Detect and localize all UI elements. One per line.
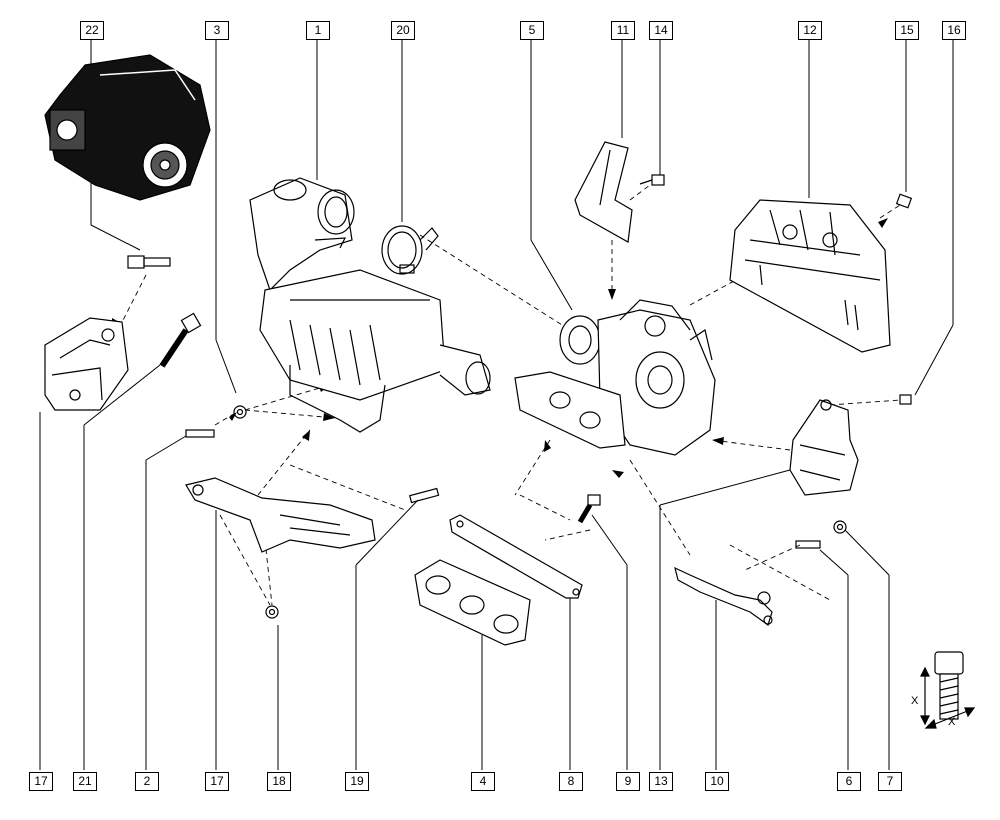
part-14-bolt: [639, 174, 665, 186]
callout-5[interactable]: 5: [520, 21, 544, 40]
callout-19[interactable]: 19: [345, 772, 369, 791]
bolt-measurement-detail: [920, 651, 976, 729]
part-3-nut: [233, 405, 247, 419]
part-12-heat-shield: [729, 199, 891, 353]
part-8-stiffener-plate: [449, 514, 583, 599]
callout-15[interactable]: 15: [895, 21, 919, 40]
part-1-catalytic-converter: [249, 177, 491, 433]
part-19-stud: [408, 487, 440, 504]
callout-17-middle[interactable]: 17: [205, 772, 229, 791]
callout-1[interactable]: 1: [306, 21, 330, 40]
part-4-gasket: [414, 559, 531, 646]
callout-18[interactable]: 18: [267, 772, 291, 791]
callout-10[interactable]: 10: [705, 772, 729, 791]
callout-14[interactable]: 14: [649, 21, 673, 40]
part-22-bolt: [127, 255, 171, 269]
callout-16[interactable]: 16: [942, 21, 966, 40]
part-15-bolt: [895, 193, 913, 209]
callout-7[interactable]: 7: [878, 772, 902, 791]
part-17-heat-shield-bracket: [44, 317, 129, 411]
callout-4[interactable]: 4: [471, 772, 495, 791]
callout-8[interactable]: 8: [559, 772, 583, 791]
part-9-bolt: [577, 494, 601, 524]
callout-13[interactable]: 13: [649, 772, 673, 791]
callout-3[interactable]: 3: [205, 21, 229, 40]
part-16-bolt: [899, 394, 912, 405]
part-6-stud: [795, 540, 821, 549]
part-17-support-bracket: [185, 477, 376, 553]
bolt-dimension-x-vertical: X: [911, 695, 919, 707]
part-18-nut: [265, 605, 279, 619]
callout-12[interactable]: 12: [798, 21, 822, 40]
callout-9[interactable]: 9: [616, 772, 640, 791]
bolt-dimension-x-diagonal: X: [948, 716, 956, 728]
part-11-turbo-bracket: [574, 141, 633, 243]
callout-21[interactable]: 21: [73, 772, 97, 791]
part-2-stud: [185, 429, 215, 438]
assembly-dashed-lines: [117, 184, 901, 606]
part-5-turbocharger: [514, 299, 716, 456]
part-10-bracket: [674, 566, 773, 626]
callout-17-left[interactable]: 17: [29, 772, 53, 791]
part-13-turbo-heat-shield: [789, 399, 859, 496]
callout-11[interactable]: 11: [611, 21, 635, 40]
callout-2[interactable]: 2: [135, 772, 159, 791]
callout-22[interactable]: 22: [80, 21, 104, 40]
callout-6[interactable]: 6: [837, 772, 861, 791]
callout-20[interactable]: 20: [391, 21, 415, 40]
leader-lines: [39, 39, 954, 770]
part-21-bolt: [159, 312, 202, 368]
part-7-nut: [833, 520, 847, 534]
part-20-clamp: [381, 225, 439, 275]
engine-thumbnail-icon: [44, 54, 211, 201]
